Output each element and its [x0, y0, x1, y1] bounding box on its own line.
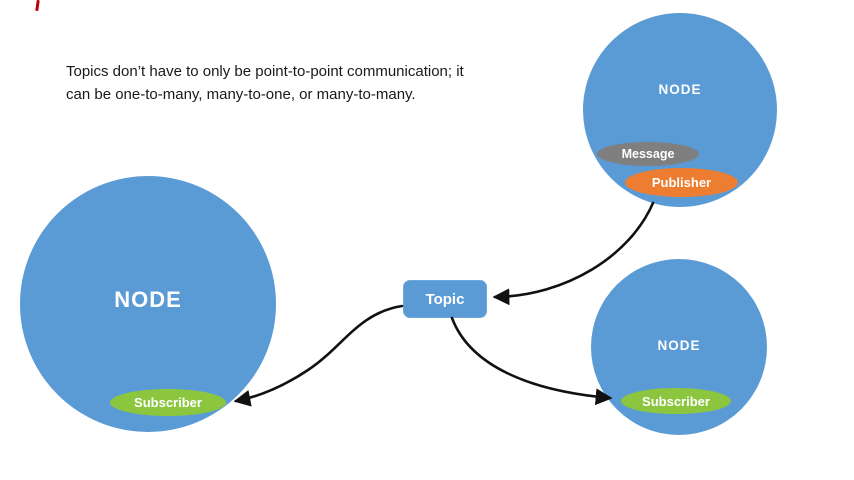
node-top-right-label: NODE	[658, 81, 702, 97]
subscriber-right-label: Subscriber	[642, 393, 710, 409]
caption-text: Topics don’t have to only be point-to-po…	[66, 63, 464, 104]
arrow-topic-to-right-subscriber	[450, 316, 613, 406]
subscriber-left-pill: Subscriber	[110, 389, 226, 416]
publisher-label: Publisher	[651, 175, 712, 190]
node-left-label: NODE	[114, 287, 182, 312]
publisher-pill: Publisher	[625, 168, 738, 197]
message-label: Message	[621, 147, 675, 161]
message-pill: Message	[597, 142, 699, 166]
topic-box: Topic	[403, 280, 487, 318]
node-bottom-right-label: NODE	[657, 337, 701, 353]
subscriber-right-pill: Subscriber	[621, 388, 731, 414]
topic-label: Topic	[425, 290, 465, 308]
subscriber-left-label: Subscriber	[134, 395, 202, 410]
red-marker	[35, 0, 40, 12]
